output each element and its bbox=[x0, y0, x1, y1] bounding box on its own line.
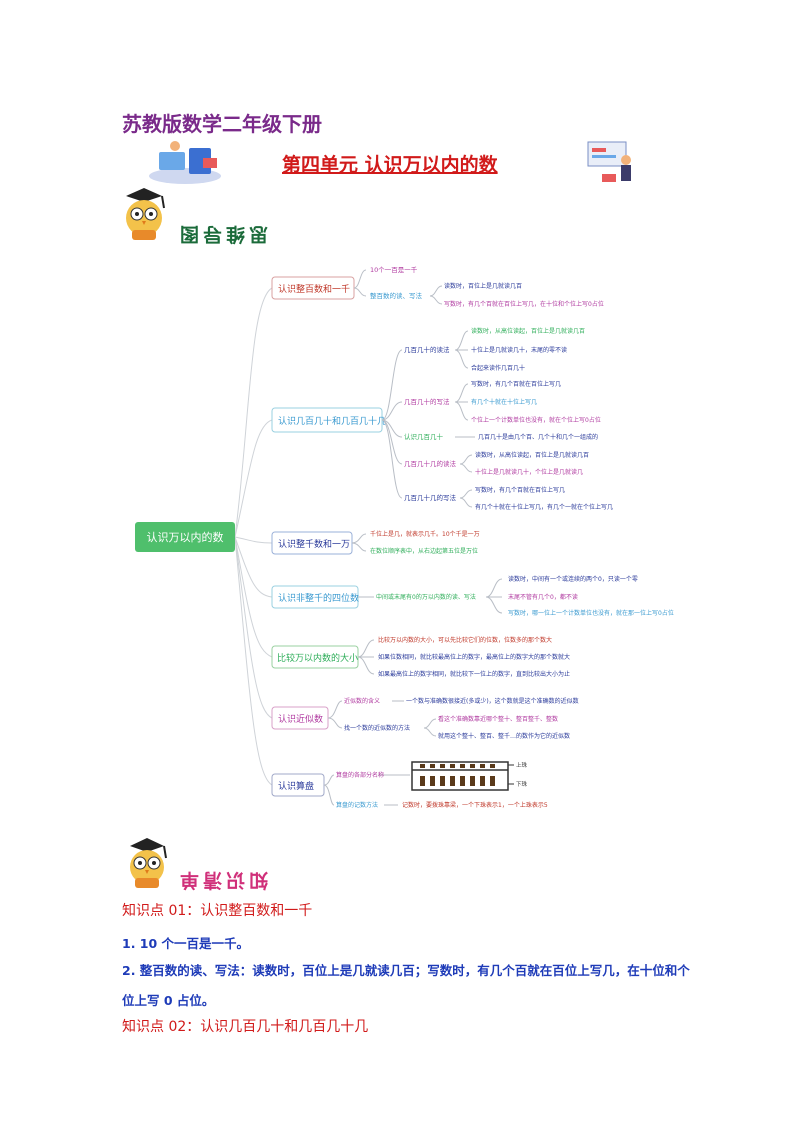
section-heading: 知识点 02：认识几百几十和几百几十几 bbox=[122, 1019, 369, 1035]
branch-label: 认识整千数和一万 bbox=[278, 538, 350, 550]
leaf: 算盘的各部分名称 bbox=[336, 771, 384, 779]
leaf: 读数时，百位上是几就读几百 bbox=[444, 282, 522, 290]
owl-mascot-icon bbox=[126, 188, 165, 240]
classroom-illustration bbox=[149, 141, 221, 184]
leaf: 就用这个整十、整百、整千…的数作为它的近似数 bbox=[438, 732, 570, 740]
mindmap-root bbox=[135, 522, 235, 552]
leaf: 读数时，从高位读起，百位上是几就读几百 bbox=[475, 451, 589, 459]
leaf: 有几个十就在十位上写几 bbox=[471, 398, 537, 406]
mindmap-root-label: 认识万以内的数 bbox=[147, 530, 224, 544]
leaf: 如果位数相同，就比较最高位上的数字，最高位上的数字大的那个数就大 bbox=[378, 653, 570, 661]
leaf: 一个数与准确数很接近(多或少)，这个数就是这个准确数的近似数 bbox=[406, 697, 579, 705]
document-title: 苏教版数学二年级下册 bbox=[122, 112, 322, 136]
leaf: 近似数的含义 bbox=[344, 697, 380, 705]
branch-label: 认识几百几十和几百几十几 bbox=[278, 415, 386, 427]
leaf: 算盘的记数方法 bbox=[336, 801, 378, 809]
sub-label: 几百几十的读法 bbox=[404, 345, 450, 354]
leaf: 读数时，中间有一个或连续的两个0，只读一个零 bbox=[508, 575, 638, 583]
branch-label: 比较万以内数的大小 bbox=[277, 652, 358, 664]
leaf: 写数时，有几个百就在百位上写几，在十位和个位上写0占位 bbox=[444, 300, 604, 308]
leaf: 写数时，有几个百就在百位上写几 bbox=[471, 380, 561, 388]
leaf: 末尾不管有几个0，都不读 bbox=[508, 593, 578, 601]
leaf: 整百数的读、写法 bbox=[370, 291, 423, 300]
sub-label: 几百几十几的写法 bbox=[404, 493, 457, 502]
sub-label: 几百几十的写法 bbox=[404, 397, 450, 406]
branch-label: 认识非整千的四位数 bbox=[278, 592, 359, 604]
section-heading: 知识点 01：认识整百数和一千 bbox=[122, 903, 313, 919]
sub-label: 几百几十几的读法 bbox=[404, 459, 457, 468]
paragraph: 位上写 0 占位。 bbox=[122, 993, 215, 1008]
branch-label: 认识整百数和一千 bbox=[278, 283, 350, 295]
paragraph: 1. 10 个一百是一千。 bbox=[122, 936, 250, 951]
leaf: 看这个准确数靠近哪个整十、整百整千、整数 bbox=[438, 715, 558, 723]
leaf: 比较万以内数的大小，可以先比较它们的位数，位数多的那个数大 bbox=[378, 636, 552, 644]
leaf: 写数时，哪一位上一个计数单位也没有，就在那一位上写0占位 bbox=[508, 609, 674, 617]
leaf: 有几个十就在十位上写几，有几个一就在个位上写几 bbox=[475, 503, 613, 511]
leaf: 如果最高位上的数字相同，就比较下一位上的数字，直到比较出大小为止 bbox=[378, 670, 570, 678]
leaf: 10个一百是一千 bbox=[370, 265, 418, 274]
leaf: 几百几十是由几个百、几个十和几个一组成的 bbox=[478, 433, 598, 441]
teacher-board-illustration bbox=[587, 141, 631, 182]
branch-label: 认识近似数 bbox=[278, 713, 323, 725]
abacus-upper-bead-label: 上珠 bbox=[516, 761, 528, 769]
leaf: 十位上是几就读几十，末尾的零不读 bbox=[471, 346, 567, 354]
sub-label: 认识几百几十 bbox=[404, 432, 444, 441]
leaf: 找一个数的近似数的方法 bbox=[344, 724, 410, 732]
leaf: 十位上是几就读几十，个位上是几就读几 bbox=[475, 468, 583, 476]
leaf: 在数位顺序表中，从右边起第五位是万位 bbox=[370, 547, 478, 555]
abacus-lower-bead-label: 下珠 bbox=[516, 780, 528, 788]
unit-title: 第四单元 认识万以内的数 bbox=[282, 154, 498, 176]
leaf: 千位上是几，就表示几千。10个千是一万 bbox=[370, 530, 480, 538]
leaf: 个位上一个计数单位也没有，就在个位上写0占位 bbox=[471, 416, 601, 424]
abacus-icon bbox=[411, 761, 514, 791]
leaf: 写数时，有几个百就在百位上写几 bbox=[475, 486, 565, 494]
paragraph: 2. 整百数的读、写法：读数时，百位上是几就读几百；写数时，有几个百就在百位上写… bbox=[122, 963, 690, 978]
leaf: 读数时，从高位读起，百位上是几就读几百 bbox=[471, 327, 585, 335]
knowledge-heading: 知识清单 bbox=[176, 869, 269, 891]
owl-mascot-icon bbox=[130, 838, 167, 888]
leaf: 合起来读作几百几十 bbox=[471, 364, 525, 372]
leaf: 中间或末尾有0的万以内数的读、写法 bbox=[376, 593, 476, 601]
leaf: 记数时，要拨珠靠梁，一个下珠表示1，一个上珠表示5 bbox=[402, 801, 548, 809]
branch-label: 认识算盘 bbox=[278, 780, 314, 792]
